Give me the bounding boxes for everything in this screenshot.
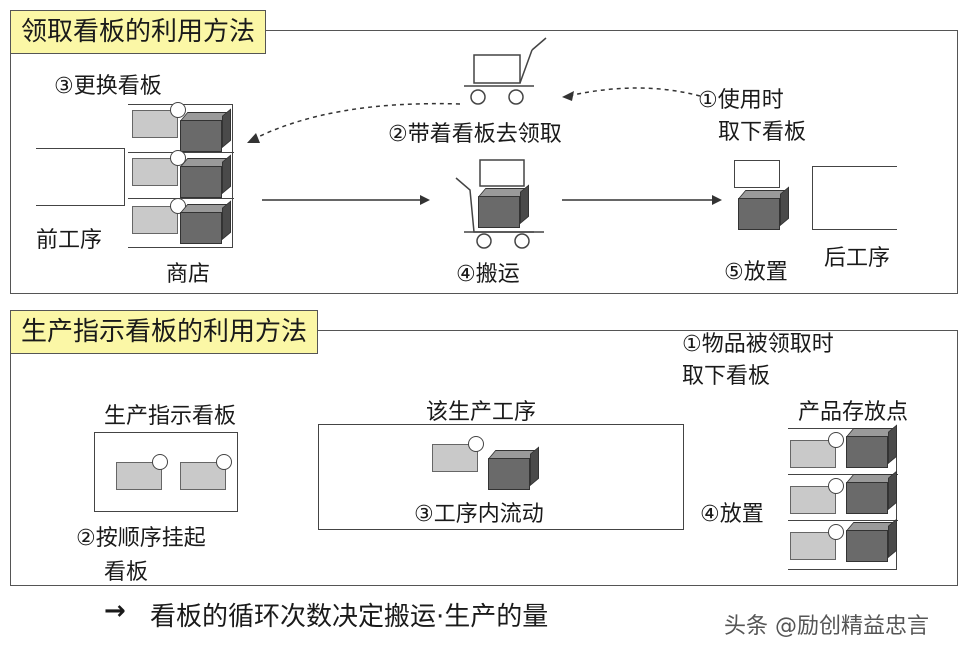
next-process-label: 后工序 [824,246,891,271]
kanban-post [94,432,238,512]
shelf-divider [788,520,898,521]
step1-label: ①使用时 [698,88,784,113]
next-process-bracket [812,166,897,230]
product-box [488,458,530,490]
kanban-ring [828,478,844,494]
product-box [180,166,222,198]
store-label: 商店 [166,262,211,287]
kanban-card [132,158,178,186]
kanban-card [790,532,836,560]
kanban-card [790,486,836,514]
step1-label: ①物品被领取时 [682,332,834,357]
step1b-label: 取下看板 [682,364,771,389]
product-box [478,196,520,228]
product-box [180,212,222,244]
kanban-ring [216,454,232,470]
step2-label: ②带着看板去领取 [388,122,562,147]
kanban-ring [170,102,186,118]
production-kanban-title: 生产指示看板的利用方法 [10,310,319,354]
product-point-label: 产品存放点 [798,400,909,425]
product-box [846,482,888,514]
shelf-divider [788,474,898,475]
step1b-label: 取下看板 [718,120,807,145]
kanban-label: 生产指示看板 [104,404,237,429]
cart-icon [455,159,544,249]
prev-process-bracket [36,148,125,206]
cart-icon [464,37,547,105]
product-box [180,120,222,152]
product-box [738,198,780,230]
pickup-kanban-title: 领取看板的利用方法 [10,10,267,54]
kanban-card [790,440,836,468]
step3-label: ③工序内流动 [414,502,544,527]
step2b-label: 看板 [104,560,149,585]
kanban-ring [170,150,186,166]
loose-kanban [734,160,780,188]
watermark: 头条 @励创精益忠言 [724,614,929,639]
footer-arrow: → [104,596,126,626]
kanban-ring [828,524,844,540]
prev-process-label: 前工序 [36,228,103,253]
footer-text: 看板的循环次数决定搬运·生产的量 [150,602,549,632]
product-box [846,436,888,468]
process-label: 该生产工序 [426,400,537,425]
step4-label: ④放置 [700,502,764,527]
step5-label: ⑤放置 [724,260,788,285]
step4-label: ④搬运 [456,262,520,287]
process-box [318,424,684,530]
product-box [846,530,888,562]
kanban-ring [152,454,168,470]
step3-label: ③更换看板 [54,74,162,99]
kanban-ring [468,436,484,452]
kanban-card [132,206,178,234]
kanban-card [180,462,226,490]
kanban-ring [828,432,844,448]
kanban-card [132,110,178,138]
step2-label: ②按顺序挂起 [76,526,206,551]
